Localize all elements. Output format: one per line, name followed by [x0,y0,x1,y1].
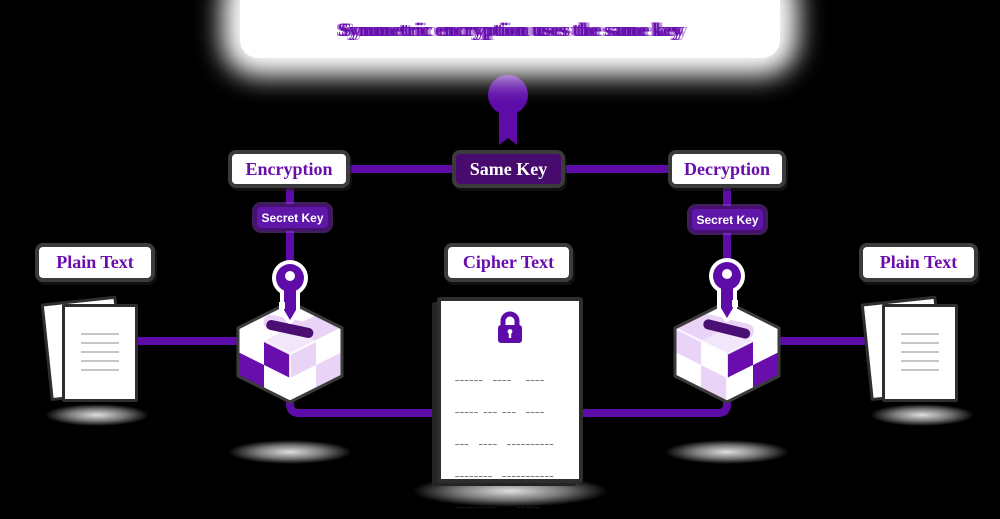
cipher-text-document: ~~~~~~ ~~~~ ~~~~ ~~~~~ ~~~ ~~~ ~~~~ ~~~ … [437,297,583,512]
text-line [81,351,119,353]
shadow-left-docs [45,404,149,426]
connector-encryptbox-cipher [286,390,448,417]
cipher-line: ~~~~~~~~~ ~~~~~ [455,504,540,513]
plain-text-box-right: Plain Text [859,243,978,282]
title-background [240,0,780,58]
secret-key-badge-left: Secret Key [254,204,331,231]
lock-icon [498,311,522,343]
key-icon [709,258,745,322]
text-line [901,342,939,344]
text-line [81,333,119,335]
text-line [901,369,939,371]
shadow-right-docs [870,404,974,426]
cipher-line: ~~~~~~ ~~~~ ~~~~ [455,377,545,386]
shadow-left-cube [228,440,352,464]
cipher-line: ~~~~~~~~ ~~~~~~~~~~~ [455,472,555,481]
cipher-line: ~~~~~ ~~~ ~~~ ~~~~ [455,408,545,417]
plain-text-document-right [860,295,960,408]
encryption-box: Encryption [228,150,350,188]
plain-text-document-left [40,295,140,408]
text-line [81,342,119,344]
document-front-page [62,304,138,402]
text-line [901,351,939,353]
page-title: Symmetric encryption uses the same key [338,20,682,41]
text-line [901,360,939,362]
text-line [901,333,939,335]
document-front-page [882,304,958,402]
key-slot [700,314,754,339]
secret-key-badge-right: Secret Key [689,206,766,233]
cipher-text-box: Cipher Text [444,243,573,282]
decryption-cube [673,300,781,404]
decryption-box: Decryption [668,150,786,188]
key-icon [488,75,528,145]
cipher-line: ~~~ ~~~~ ~~~~~~~~~~ [455,440,555,449]
cipher-text-lines: ~~~~~~ ~~~~ ~~~~ ~~~~~ ~~~ ~~~ ~~~~ ~~~ … [455,355,573,519]
key-slot [263,314,317,339]
plain-text-box-left: Plain Text [35,243,155,282]
key-icon [272,260,308,324]
text-line [81,360,119,362]
shadow-right-cube [665,440,789,464]
text-line [81,369,119,371]
encryption-cube [236,300,344,404]
connector-cipher-decryptbox [572,390,731,417]
same-key-box: Same Key [452,150,565,188]
